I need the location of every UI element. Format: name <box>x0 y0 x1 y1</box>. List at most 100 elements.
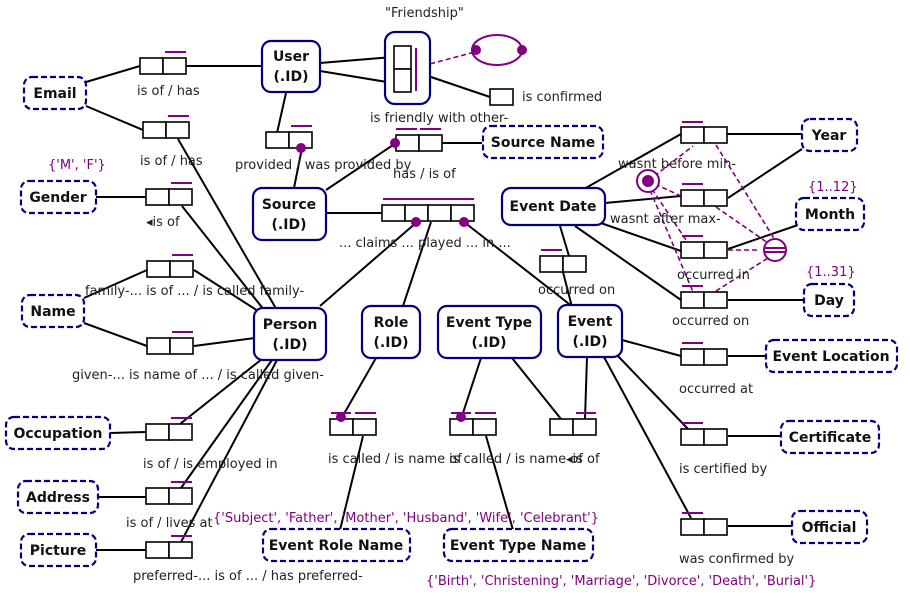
fact-types <box>139 30 728 559</box>
readings: is of / has is of / has ◂is of family-..… <box>72 84 794 584</box>
value-type-name: Occupation <box>13 426 102 442</box>
fact-event-type-of[interactable] <box>549 412 597 436</box>
value-type-name: Name <box>30 304 75 320</box>
fact-friendship[interactable] <box>383 30 527 106</box>
reading: is called / is name of <box>449 452 583 467</box>
entity-name: Role <box>374 315 409 331</box>
reading: is called / is name of <box>328 452 462 467</box>
external-constraints <box>636 169 787 262</box>
entity-user[interactable]: User (.ID) <box>260 39 322 94</box>
value-type-name: Year <box>811 128 847 144</box>
fact-picture[interactable] <box>145 535 193 559</box>
entity-event-date[interactable]: Event Date <box>500 186 607 227</box>
entity-person[interactable]: Person (.ID) <box>252 306 328 362</box>
fact-given-name[interactable] <box>146 331 194 355</box>
value-type-name: Certificate <box>789 430 871 446</box>
fact-year[interactable] <box>680 121 728 144</box>
fact-source-name[interactable] <box>390 128 443 152</box>
fact-month[interactable] <box>680 235 728 259</box>
entity-name: Event <box>568 314 613 330</box>
fact-email-user[interactable] <box>139 51 187 75</box>
fact-month-max[interactable] <box>680 183 728 207</box>
entity-source[interactable]: Source (.ID) <box>251 186 328 242</box>
entity-name: Source <box>262 197 316 213</box>
value-source-name[interactable]: Source Name <box>481 124 605 160</box>
value-type-name: Event Type Name <box>450 538 586 554</box>
fact-email-person[interactable] <box>142 115 190 139</box>
value-event-location[interactable]: Event Location <box>764 338 899 374</box>
fact-address[interactable] <box>145 481 193 505</box>
value-type-name: Source Name <box>491 135 596 151</box>
reading: ... claims ... played ... in ... <box>339 236 511 251</box>
reading: is certified by <box>679 462 768 477</box>
entity-ref-mode: (.ID) <box>573 334 608 350</box>
reading: ◂is of <box>146 215 180 230</box>
value-type-name: Day <box>814 293 844 309</box>
value-day[interactable]: Day <box>802 282 856 318</box>
entity-role[interactable]: Role (.ID) <box>360 304 422 360</box>
reading: is confirmed <box>522 90 602 105</box>
value-email[interactable]: Email <box>22 75 88 111</box>
reading: is of / has <box>140 154 203 169</box>
value-name[interactable]: Name <box>20 293 86 329</box>
fact-location[interactable] <box>680 342 728 366</box>
value-picture[interactable]: Picture <box>19 532 98 568</box>
preferred-identifier-icon <box>636 169 660 193</box>
entity-ref-mode: (.ID) <box>472 335 507 351</box>
fact-certificate[interactable] <box>680 422 728 446</box>
reading: occurred in <box>677 268 750 283</box>
entity-name: Event Type <box>446 315 532 331</box>
external-uniqueness-icon <box>763 238 787 262</box>
value-gender[interactable]: Gender <box>19 179 98 215</box>
value-type-name: Picture <box>30 543 86 559</box>
entity-name: User <box>273 49 309 65</box>
value-official[interactable]: Official <box>790 509 869 545</box>
entity-ref-mode: (.ID) <box>272 217 307 233</box>
fact-role-name[interactable] <box>329 412 377 436</box>
reading: preferred-... is of ... / has preferred- <box>133 569 363 584</box>
fact-day[interactable] <box>680 285 728 309</box>
fact-gender[interactable] <box>145 182 193 206</box>
reading: wasnt after max- <box>610 212 721 227</box>
reading: ◂is of <box>566 452 600 467</box>
value-type-name: Official <box>802 520 857 536</box>
reading: provided / was provided by <box>235 158 412 173</box>
value-year[interactable]: Year <box>800 117 859 153</box>
reading: given-... is name of ... / is called giv… <box>72 368 324 383</box>
entity-event-type[interactable]: Event Type (.ID) <box>436 304 543 360</box>
value-address[interactable]: Address <box>16 479 100 515</box>
fact-family-name[interactable] <box>146 254 194 278</box>
reading: is of / is employed in <box>143 457 278 472</box>
reading: occurred on <box>538 283 615 298</box>
value-constraint-event-role-name: {'Subject', 'Father', 'Mother', 'Husband… <box>213 511 599 526</box>
value-type-name: Email <box>33 86 76 102</box>
value-certificate[interactable]: Certificate <box>779 419 881 455</box>
reading: occurred on <box>672 314 749 329</box>
connectors <box>83 56 804 551</box>
value-constraint-event-type-name: {'Birth', 'Christening', 'Marriage', 'Di… <box>426 574 816 589</box>
reading: was confirmed by <box>679 552 794 567</box>
entity-event[interactable]: Event (.ID) <box>556 303 624 359</box>
value-constraint-day: {1..31} <box>806 265 856 280</box>
value-type-name: Month <box>805 207 855 223</box>
reading: is of / has <box>137 84 200 99</box>
objectified-fact-name: "Friendship" <box>385 6 464 21</box>
value-constraint-gender: {'M', 'F'} <box>48 158 106 173</box>
fact-official[interactable] <box>680 512 728 536</box>
reading: occurred at <box>679 382 753 397</box>
value-type-name: Event Role Name <box>269 538 404 554</box>
fact-occupation[interactable] <box>145 417 193 441</box>
value-event-role-name[interactable]: Event Role Name <box>261 527 412 563</box>
entity-ref-mode: (.ID) <box>273 337 308 353</box>
fact-is-confirmed[interactable] <box>489 88 514 106</box>
fact-user-source[interactable] <box>265 125 313 153</box>
fact-event-type-name[interactable] <box>449 412 497 436</box>
reading: has / is of <box>393 167 456 182</box>
fact-event-date[interactable] <box>539 249 587 273</box>
reading: is of / lives at <box>126 516 213 531</box>
fact-claims[interactable] <box>381 198 475 227</box>
value-occupation[interactable]: Occupation <box>4 415 112 451</box>
value-month[interactable]: Month <box>794 196 866 232</box>
value-event-type-name[interactable]: Event Type Name <box>442 527 595 563</box>
value-constraint-month: {1..12} <box>808 180 858 195</box>
